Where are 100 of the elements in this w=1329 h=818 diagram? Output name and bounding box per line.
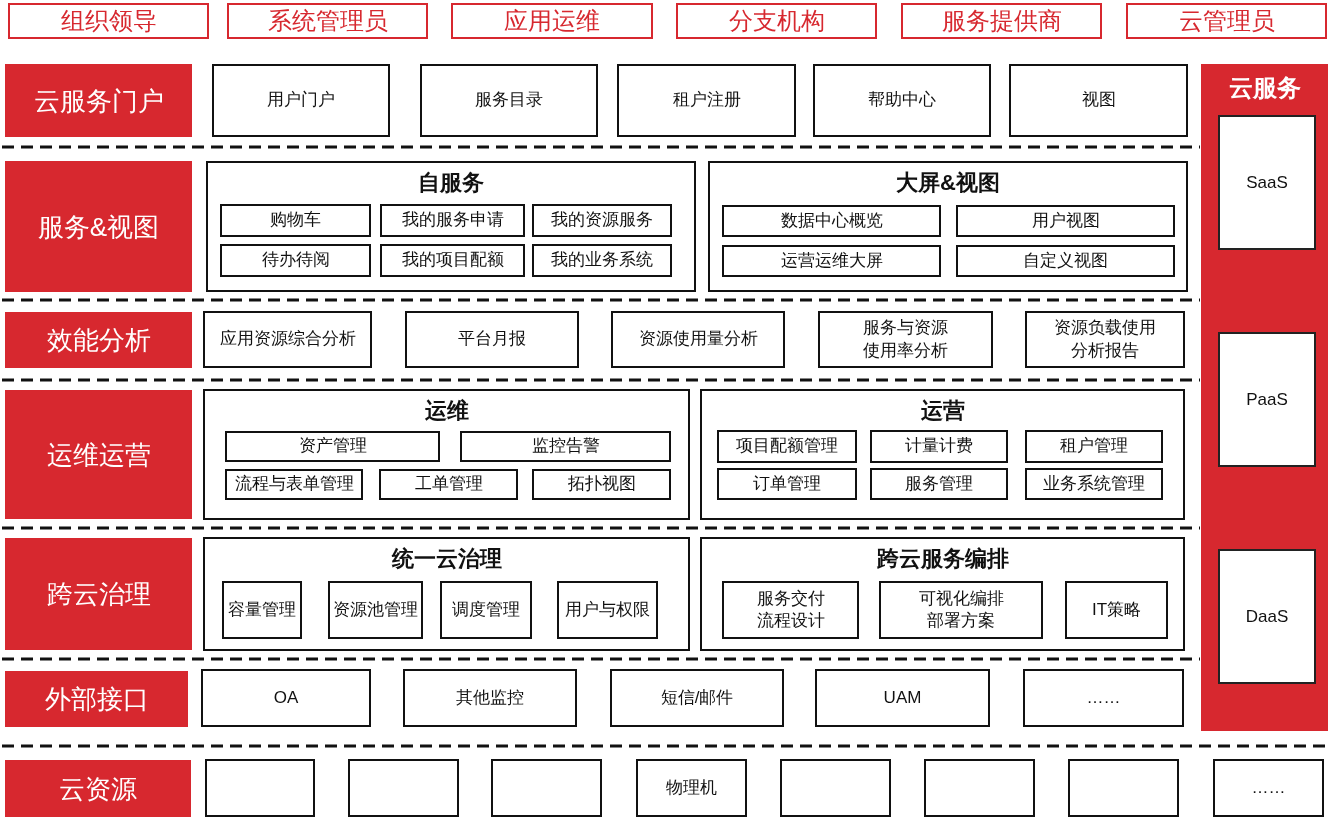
item-label: 购物车: [270, 209, 321, 232]
module-label: 服务与资源使用率分析: [862, 317, 949, 362]
item-label: 数据中心概览: [780, 209, 883, 232]
resource-box: [1213, 759, 1324, 817]
item-label: 订单管理: [753, 472, 821, 495]
item-box: [1025, 430, 1163, 463]
layer-box: [5, 538, 192, 650]
module-label: ……: [1086, 686, 1121, 709]
group-title: 自服务: [418, 169, 484, 197]
role-box: [227, 3, 428, 39]
service-panel: [1201, 64, 1328, 731]
role-label: 云管理员: [1178, 9, 1275, 33]
item-label: 流程与表单管理: [234, 473, 354, 496]
role-box: [901, 3, 1102, 39]
resource-label: 物理机: [666, 776, 717, 799]
module-box: [813, 64, 991, 137]
group-box: [700, 389, 1185, 520]
role-box: [676, 3, 877, 39]
item-box: [722, 581, 859, 639]
resource-box: [1068, 759, 1179, 817]
item-label: 租户管理: [1060, 435, 1128, 458]
service-label: PaaS: [1246, 391, 1288, 408]
item-label: 拓扑视图: [567, 473, 636, 496]
item-box: [956, 245, 1175, 277]
role-label: 服务提供商: [941, 9, 1062, 33]
item-label: 资源池管理: [333, 598, 418, 621]
group-title: 统一云治理: [391, 545, 502, 573]
item-box: [1025, 468, 1163, 500]
module-label: 服务目录: [475, 89, 543, 112]
module-label: UAM: [883, 686, 922, 709]
module-box: [1025, 311, 1185, 368]
module-label: 资源负载使用分析报告: [1053, 317, 1157, 362]
item-box: [328, 581, 423, 639]
module-box: [405, 311, 579, 368]
item-label: 容量管理: [228, 598, 296, 621]
item-label: 可视化编排部署方案: [917, 587, 1005, 632]
item-label: 监控告警: [531, 435, 600, 458]
resource-box: [348, 759, 459, 817]
module-label: 帮助中心: [868, 89, 936, 112]
item-label: 我的业务系统: [551, 249, 653, 272]
layer-label: 服务&视图: [37, 213, 160, 240]
module-box: [611, 311, 785, 368]
module-label: 其他监控: [456, 686, 524, 709]
layer-box: [5, 760, 191, 817]
item-box: [220, 204, 371, 237]
role-label: 组织领导: [60, 9, 157, 33]
layer-box: [5, 64, 192, 137]
layer-label: 云资源: [59, 775, 137, 802]
item-label: IT策略: [1091, 598, 1142, 621]
role-label: 应用运维: [504, 9, 600, 33]
module-label: OA: [273, 686, 299, 709]
module-box: [1023, 669, 1184, 727]
item-label: 服务管理: [905, 472, 973, 495]
item-label: 计量计费: [905, 435, 973, 458]
item-label: 用户与权限: [565, 598, 650, 621]
item-label: 资产管理: [298, 435, 367, 458]
module-label: 租户注册: [672, 89, 741, 112]
resource-box: [205, 759, 315, 817]
role-label: 分支机构: [728, 9, 825, 33]
module-label: 视图: [1081, 89, 1116, 112]
group-box: [203, 537, 690, 651]
module-box: [617, 64, 796, 137]
item-label: 我的资源服务: [551, 209, 653, 232]
item-label: 调度管理: [452, 598, 520, 621]
item-label: 自定义视图: [1023, 249, 1108, 272]
item-box: [1065, 581, 1168, 639]
item-label: 运营运维大屏: [780, 249, 883, 272]
item-box: [532, 469, 671, 500]
module-box: [212, 64, 390, 137]
role-box: [1126, 3, 1327, 39]
module-label: 用户门户: [267, 89, 335, 112]
item-box: [717, 468, 857, 500]
item-box: [225, 431, 440, 462]
item-box: [440, 581, 532, 639]
module-box: [203, 311, 372, 368]
item-box: [460, 431, 671, 462]
module-box: [403, 669, 577, 727]
group-box: [203, 389, 690, 520]
item-box: [956, 205, 1175, 237]
layer-box: [5, 312, 192, 368]
item-box: [722, 205, 941, 237]
resource-box: [636, 759, 747, 817]
item-box: [222, 581, 302, 639]
item-box: [380, 244, 525, 277]
item-box: [879, 581, 1043, 639]
group-title: 运维: [424, 397, 469, 425]
item-label: 工单管理: [414, 473, 483, 496]
group-title: 运营: [920, 397, 965, 425]
item-box: [220, 244, 371, 277]
resource-box: [924, 759, 1035, 817]
layer-label: 效能分析: [46, 327, 151, 353]
item-label: 我的项目配额: [401, 249, 504, 272]
layer-label: 跨云治理: [46, 581, 151, 607]
item-label: 待办待阅: [261, 249, 330, 272]
panel-title: 云服务: [1228, 73, 1301, 103]
group-box: [708, 161, 1188, 292]
layer-box: [5, 671, 188, 727]
group-title: 跨云服务编排: [876, 545, 1009, 573]
module-box: [201, 669, 371, 727]
module-box: [1009, 64, 1188, 137]
